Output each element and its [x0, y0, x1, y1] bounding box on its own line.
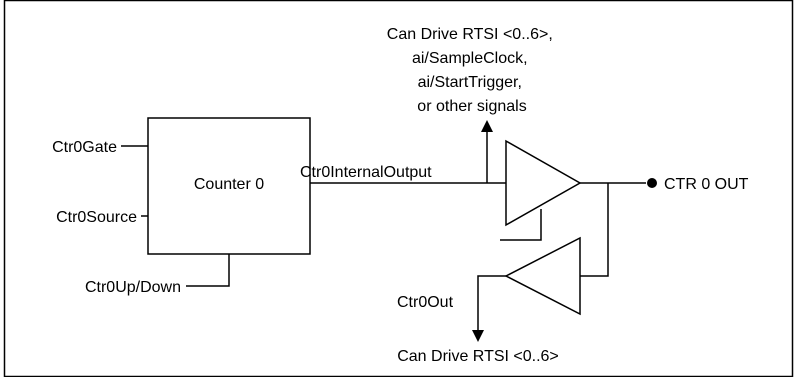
- up-down-label: Ctr0Up/Down: [85, 279, 181, 296]
- return-signal-label: Ctr0Out: [397, 294, 454, 311]
- counter-0-block: [147, 117, 311, 255]
- return-drive-label: Can Drive RTSI <0..6>: [397, 348, 559, 365]
- up-down-line: [186, 254, 230, 287]
- source-label: Ctr0Source: [56, 209, 137, 226]
- return-output-arrow: [472, 275, 506, 342]
- top-output-label: Can Drive RTSI <0..6>, ai/SampleClock, a…: [387, 26, 557, 115]
- top-output-line-1: Can Drive RTSI <0..6>,: [387, 26, 553, 43]
- return-buffer: [504, 236, 581, 316]
- pin-label: CTR 0 OUT: [664, 176, 749, 193]
- output-buffer: [505, 139, 582, 227]
- feedback-line: [580, 183, 609, 277]
- top-output-line-4: or other signals: [417, 98, 526, 115]
- buffer-enable-line: [500, 209, 542, 241]
- ctr-0-out-pin: [647, 178, 657, 188]
- counter-0-label: Counter 0: [194, 176, 264, 193]
- top-output-line-3: ai/StartTrigger,: [418, 74, 522, 91]
- top-output-line-2: ai/SampleClock,: [412, 50, 528, 67]
- internal-output-label: Ctr0InternalOutput: [300, 164, 432, 181]
- gate-label: Ctr0Gate: [52, 139, 117, 156]
